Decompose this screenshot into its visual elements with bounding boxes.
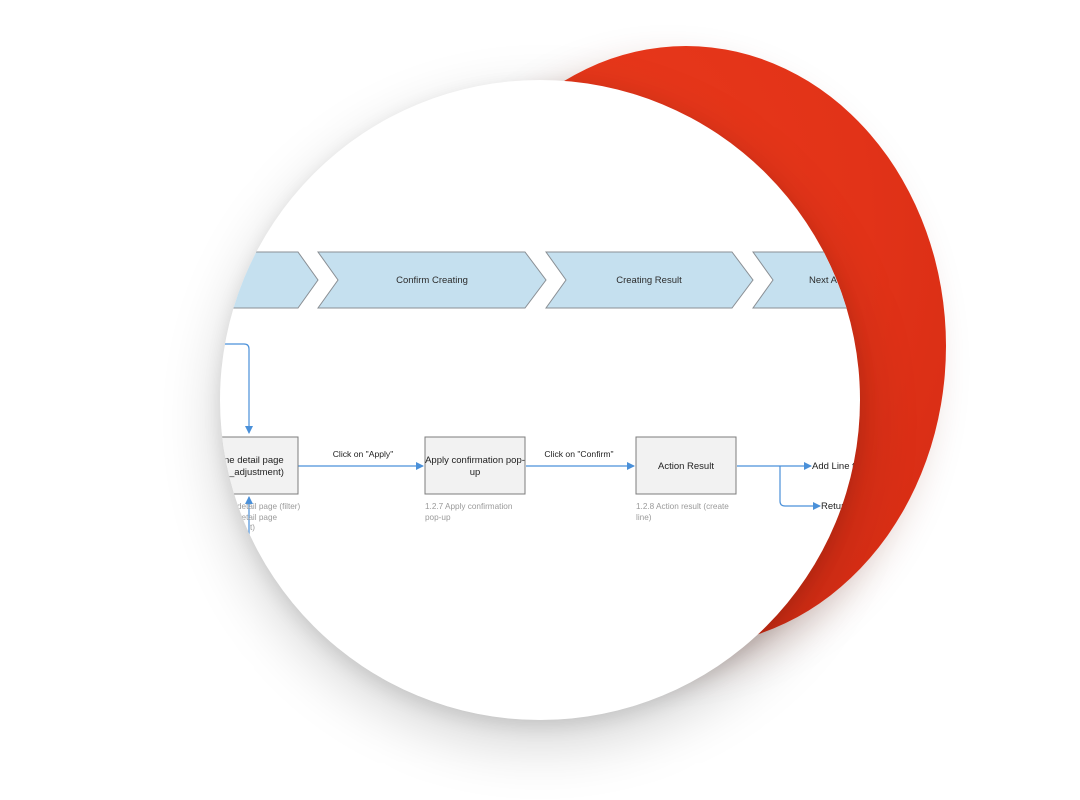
flow-diagram: Confirm Creating Creating Result Next A … [220,251,860,540]
caption-apply-2: pop-up [425,513,451,522]
stage-chevron-2 [545,251,754,309]
caption-apply-1: 1.2.7 Apply confirmation [425,502,513,511]
edge-return-arrow [779,466,821,510]
next-action-add-line: Add Line to [812,461,860,472]
stage-label-creating-result: Creating Result [616,275,682,286]
node-apply-line-1: Apply confirmation pop- [425,455,525,466]
node-detail-box[interactable] [220,436,299,495]
stage-row: Confirm Creating Creating Result Next A [220,251,860,309]
caption-detail-1: detail page (filter) [237,502,301,511]
node-apply-box[interactable] [424,436,526,495]
next-action-return: Return [821,501,850,512]
stage-chevron-1 [317,251,547,309]
stage-chevron-3 [752,251,860,309]
connectors [220,343,821,540]
edge-label-confirm: Click on "Confirm" [544,449,613,459]
diagram-lens: Confirm Creating Creating Result Next A … [220,80,860,720]
node-detail-line-2: _adjustment) [228,467,284,478]
stage-label-confirm-creating: Confirm Creating [396,275,468,286]
stage-chevron-0 [220,251,319,309]
caption-result-1: 1.2.8 Action result (create [636,502,729,511]
node-detail-page[interactable]: ne detail page _adjustment) [220,436,299,495]
stage-label-next-actions: Next A [809,275,838,286]
node-result-box[interactable] [635,436,737,495]
node-result-line-1: Action Result [658,461,714,472]
caption-result-2: line) [636,513,652,522]
connector-down-into-detail [220,343,253,434]
node-apply-popup[interactable]: Apply confirmation pop- up [424,436,526,495]
node-detail-line-1: ne detail page [224,455,284,466]
edge-label-apply: Click on "Apply" [333,449,394,459]
caption-detail-2: detail page [237,513,278,522]
caption-detail-3: t) [250,523,255,532]
node-apply-line-2: up [470,467,481,478]
node-action-result[interactable]: Action Result [635,436,737,495]
